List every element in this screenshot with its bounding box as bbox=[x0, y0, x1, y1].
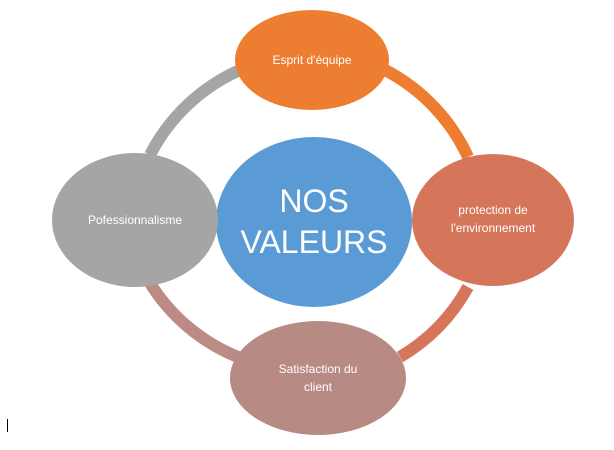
center-circle bbox=[216, 137, 412, 307]
arc-right-bottom bbox=[396, 284, 474, 363]
node-label-line1: Satisfaction du bbox=[279, 362, 358, 376]
center-label-line2: VALEURS bbox=[240, 224, 387, 260]
node-professionnalisme: Pofessionnalisme bbox=[52, 153, 218, 287]
node-label: Pofessionnalisme bbox=[88, 213, 182, 227]
text-cursor bbox=[7, 419, 8, 432]
arc-top-right bbox=[382, 64, 474, 160]
node-label-line2: client bbox=[304, 380, 333, 394]
node-protection-environnement: protection de l'environnement bbox=[412, 154, 574, 286]
node-circle bbox=[235, 10, 389, 110]
center-node: NOS VALEURS bbox=[216, 137, 412, 307]
node-esprit-equipe: Esprit d'équipe bbox=[235, 10, 389, 110]
node-label: Esprit d'équipe bbox=[272, 53, 351, 67]
ring-arcs bbox=[144, 64, 474, 363]
arc-left-top bbox=[144, 64, 243, 158]
node-circle bbox=[52, 153, 218, 287]
arc-bottom-left bbox=[144, 279, 241, 363]
node-label-line2: l'environnement bbox=[451, 221, 536, 235]
node-label-line1: protection de bbox=[458, 203, 528, 217]
node-circle bbox=[412, 154, 574, 286]
node-circle bbox=[230, 321, 406, 435]
center-label-line1: NOS bbox=[279, 183, 348, 219]
node-satisfaction-client: Satisfaction du client bbox=[230, 321, 406, 435]
